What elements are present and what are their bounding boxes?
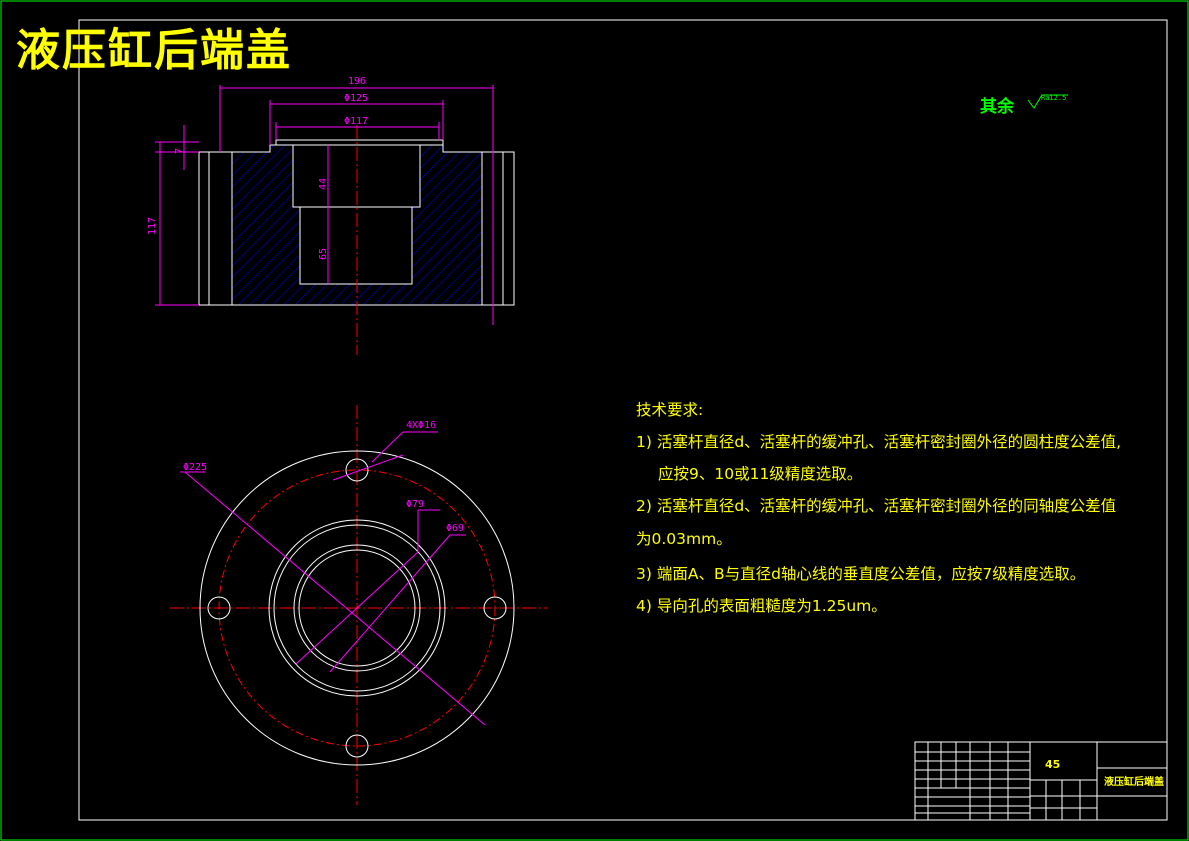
hatch-right bbox=[412, 145, 482, 305]
requirements-heading: 技术要求: bbox=[636, 401, 704, 419]
boss-mid-circle bbox=[273, 524, 441, 692]
bolt-hole-left bbox=[207, 596, 231, 620]
requirement-3: 3) 端面A、B与直径d轴心线的垂直度公差值，应按7级精度选取。 bbox=[636, 565, 1086, 583]
outer-flange-circle bbox=[199, 450, 515, 766]
dim-pcd: Φ225 bbox=[183, 462, 207, 473]
dim-total-height: 117 bbox=[147, 217, 158, 235]
dim-upper-bore-depth: 44 bbox=[318, 178, 329, 190]
hatch-left bbox=[232, 145, 412, 305]
dim-bore-inner: Φ117 bbox=[344, 116, 368, 127]
requirement-4: 4) 导向孔的表面粗糙度为1.25um。 bbox=[636, 597, 887, 615]
title-block-material: 45 bbox=[1045, 758, 1060, 771]
requirement-2: 2) 活塞杆直径d、活塞杆的缓冲孔、活塞杆密封圈外径的同轴度公差值 bbox=[636, 497, 1117, 515]
title-block bbox=[914, 741, 1168, 821]
page-title: 液压缸后端盖 bbox=[16, 25, 292, 76]
section-view: 196 Φ125 Φ117 7 117 44 65 bbox=[147, 76, 515, 355]
bore-circle-1 bbox=[293, 544, 421, 672]
inner-border bbox=[78, 19, 1168, 821]
dim-holes: 4XΦ16 bbox=[406, 420, 436, 431]
roughness-value: Ra12.5 bbox=[1041, 94, 1066, 102]
dim-bore-outer: Φ125 bbox=[344, 93, 368, 104]
roughness-symbol bbox=[1027, 94, 1068, 109]
dim-overall-width: 196 bbox=[348, 76, 366, 87]
plan-view: 4XΦ16 Φ225 Φ79 Φ69 bbox=[170, 405, 548, 805]
boss-outer-circle bbox=[268, 519, 446, 697]
requirement-2b: 为0.03mm。 bbox=[636, 530, 732, 548]
dim-step-height: 7 bbox=[174, 148, 185, 154]
dim-dia-69: Φ69 bbox=[446, 523, 464, 534]
bolt-hole-bottom bbox=[345, 734, 369, 758]
dim-lower-bore-depth: 65 bbox=[318, 248, 329, 260]
bolt-circle bbox=[218, 469, 496, 747]
title-block-part-name: 液压缸后端盖 bbox=[1104, 775, 1164, 788]
dim-dia-79: Φ79 bbox=[406, 499, 424, 510]
requirement-1: 1) 活塞杆直径d、活塞杆的缓冲孔、活塞杆密封圈外径的圆柱度公差值, bbox=[636, 433, 1122, 451]
bolt-hole-top bbox=[345, 458, 369, 482]
bore-circle-2 bbox=[298, 549, 416, 667]
bolt-hole-right bbox=[483, 596, 507, 620]
surface-finish-label: 其余 bbox=[980, 97, 1014, 117]
requirement-1b: 应按9、10或11级精度选取。 bbox=[658, 465, 863, 483]
